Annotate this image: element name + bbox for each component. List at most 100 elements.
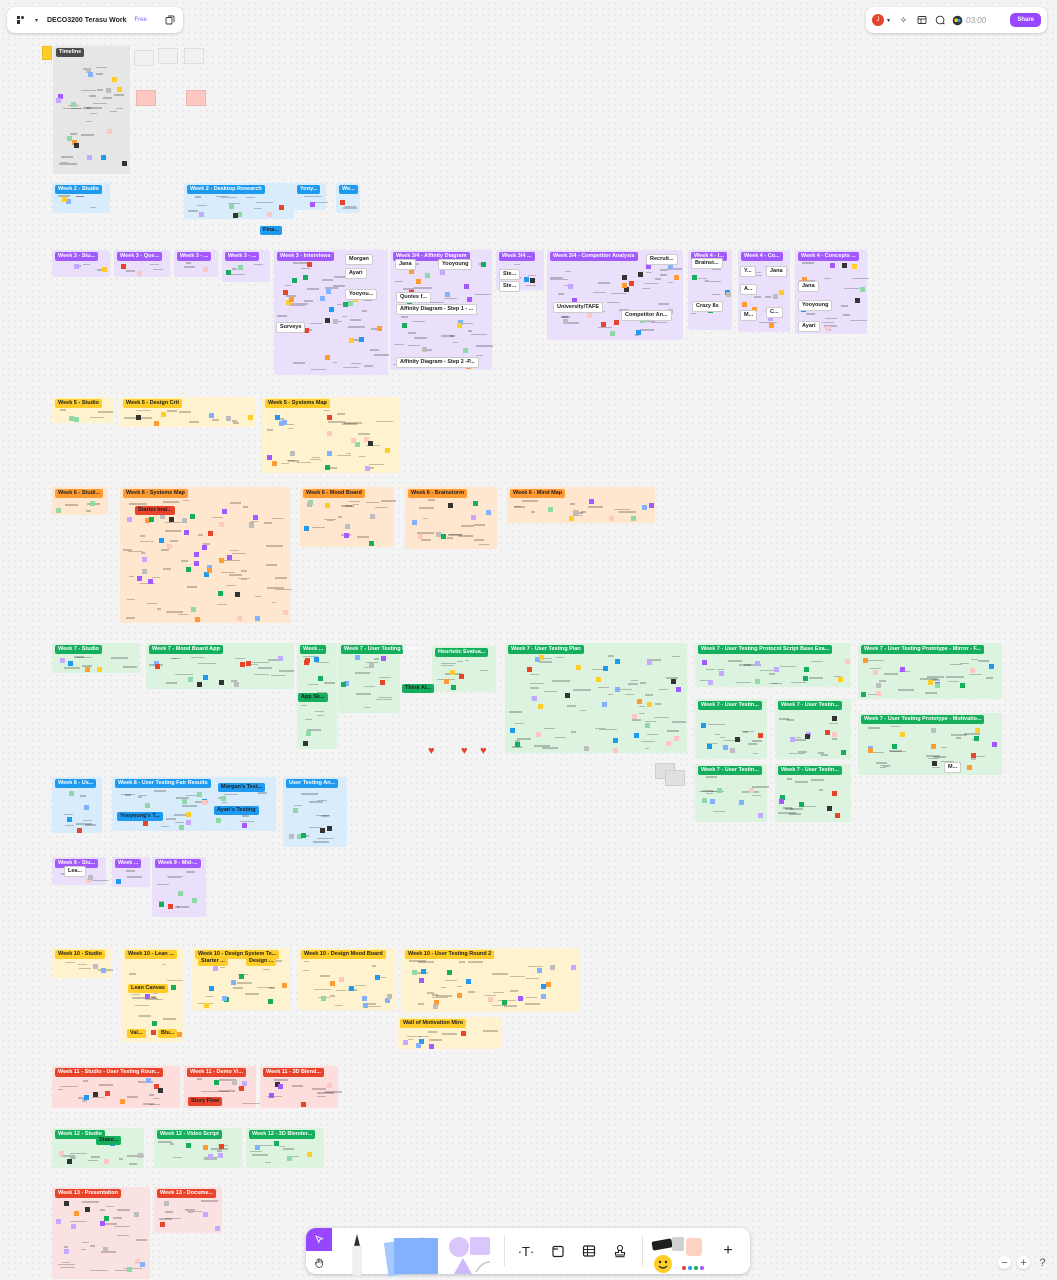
sticky-note[interactable] [935,682,941,688]
sticky-note[interactable] [302,275,308,281]
sticky-note[interactable] [303,328,309,334]
sticky-note[interactable] [317,675,323,681]
sticky-note[interactable] [583,745,589,751]
sticky-note[interactable] [541,984,547,990]
tag-label[interactable]: Quotes f... [396,292,431,303]
tag-label[interactable]: Fina... [260,226,282,235]
sticky-note[interactable] [384,998,390,1004]
board-section[interactable] [283,777,347,847]
sticky-note[interactable] [121,160,127,166]
sticky-note[interactable] [197,682,203,688]
sticky-note[interactable] [424,272,430,278]
sticky-note[interactable] [738,799,744,805]
sticky-note[interactable] [630,515,636,521]
section-label[interactable]: Week 5 - Studio [55,399,102,408]
sticky-note[interactable] [970,668,976,674]
section-label[interactable]: Week 7 - User Testing Prototype - Motiva… [861,715,985,724]
sticky-note[interactable] [576,665,582,671]
sticky-note[interactable] [707,679,713,685]
tag-label[interactable]: M... [740,310,758,321]
sticky-note[interactable] [463,283,469,289]
sticky-note[interactable] [803,666,809,672]
sticky-note[interactable] [89,500,95,506]
layout-icon[interactable] [916,15,927,26]
ai-sparkle-icon[interactable]: ✧ [899,14,908,25]
sticky-note[interactable] [827,806,833,812]
tag-label[interactable]: Jana [798,281,819,292]
sticky-note[interactable] [296,834,302,840]
sticky-note[interactable] [859,286,865,292]
section-label[interactable]: Week 3 - ... [177,252,212,261]
sticky-note[interactable] [217,1152,223,1158]
sticky-note[interactable] [531,695,537,701]
sticky-note[interactable] [288,297,294,303]
sticky-note[interactable] [249,523,255,529]
section-label[interactable]: Week 6 - Studi... [55,489,104,498]
sticky-note[interactable] [433,1003,439,1009]
sticky-note[interactable] [841,263,847,269]
sticky-note[interactable] [830,262,836,268]
tag-label[interactable]: Think Al... [402,684,435,693]
sticky-note[interactable] [216,818,222,824]
sticky-note[interactable] [446,969,452,975]
loose-note[interactable] [134,50,154,66]
sticky-note[interactable] [362,995,368,1001]
sticky-note[interactable] [247,415,253,420]
sticky-note[interactable] [246,660,252,666]
section-label[interactable]: Week ... [300,645,327,654]
sticky-note[interactable] [320,995,326,1001]
sticky-note[interactable] [306,262,312,267]
sticky-note[interactable] [282,419,288,425]
sticky-note[interactable] [325,289,331,295]
sticky-note[interactable] [237,212,243,218]
sticky-note[interactable] [116,87,122,93]
sticky-note[interactable] [158,902,164,908]
sticky-note[interactable] [562,318,568,324]
section-label[interactable]: Week 12 - Video Script [157,1130,222,1139]
table-icon[interactable] [577,1241,601,1261]
board-section[interactable] [338,643,400,713]
sticky-note[interactable] [59,1151,65,1157]
sticky-note[interactable] [772,293,778,299]
sticky-note[interactable] [219,1144,225,1150]
sticky-note[interactable] [239,1085,245,1091]
board-section[interactable] [122,948,184,1042]
sticky-note[interactable] [115,878,121,884]
tag-label[interactable]: M... [944,762,962,773]
sticky-note[interactable] [106,129,112,135]
sticky-note[interactable] [218,680,224,685]
sticky-note[interactable] [363,437,369,442]
sticky-note[interactable] [481,262,487,268]
sticky-note[interactable] [450,685,456,691]
sticky-note[interactable] [470,514,476,520]
section-label[interactable]: Week 13 - Docume... [157,1189,217,1198]
sticky-note[interactable] [549,964,555,970]
sticky-note[interactable] [320,295,326,301]
frame-icon[interactable] [546,1241,570,1261]
comment-icon[interactable] [934,15,945,26]
sticky-note[interactable] [306,501,312,507]
board-section[interactable] [795,250,869,334]
sticky-note[interactable] [289,834,295,840]
sticky-note[interactable] [85,877,91,883]
sticky-note[interactable] [757,732,763,738]
sticky-note[interactable] [535,656,541,662]
tag-label[interactable]: Y... [740,266,756,277]
sticky-note[interactable] [232,1079,238,1085]
sticky-note[interactable] [596,677,602,683]
sticky-note[interactable] [188,676,194,682]
tag-label[interactable]: Morgan's Test... [218,783,266,792]
sticky-note[interactable] [99,1220,105,1226]
sticky-note[interactable] [303,526,309,532]
sticky-note[interactable] [723,744,729,750]
sticky-note-stack-icon[interactable] [380,1234,442,1277]
sticky-note[interactable] [68,660,74,666]
sticky-note[interactable] [141,568,147,574]
sticky-note[interactable] [239,973,245,979]
sticky-note[interactable] [56,1218,62,1224]
section-label[interactable]: Week 8 - Us... [55,779,97,788]
section-label[interactable]: Week 7 - Mood Board App [149,645,223,654]
sticky-note[interactable] [84,1206,90,1212]
sticky-note[interactable] [674,736,679,742]
sticky-note[interactable] [928,679,934,685]
